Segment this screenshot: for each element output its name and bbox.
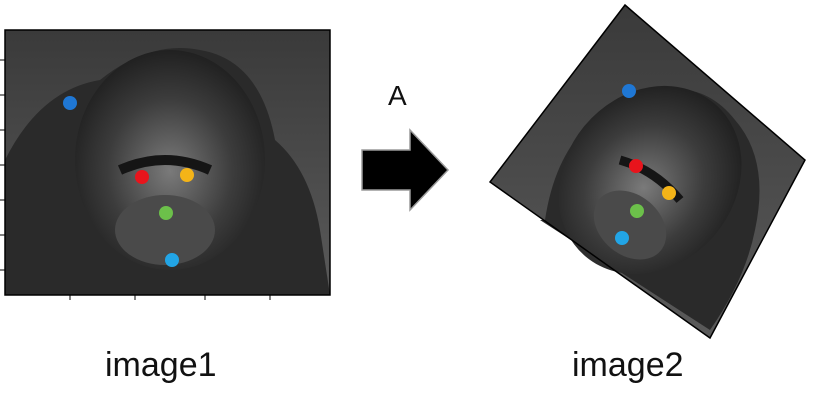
image1-panel: [0, 29, 331, 300]
image2-right-eye-point: [629, 159, 643, 173]
image2-panel: [488, 3, 806, 340]
transform-arrow: [361, 128, 450, 212]
image2-left-eye-point: [662, 186, 676, 200]
image1-ticks: [0, 59, 271, 300]
image2-caption: image2: [572, 346, 684, 384]
image1-caption: image1: [105, 346, 217, 384]
image1-frame: [4, 29, 331, 296]
image1-gorilla-muzzle: [115, 195, 215, 265]
image1-chin-point: [165, 253, 179, 267]
image2-gorilla-muzzle: [593, 190, 667, 260]
image1-left-ear-point: [63, 96, 77, 110]
image1-brow: [117, 155, 213, 175]
image2-frame: [488, 3, 806, 340]
image1-left-eye-point: [180, 168, 194, 182]
image2-chin-point: [615, 231, 629, 245]
image1-nose-point: [159, 206, 173, 220]
arrow-label: A: [388, 80, 407, 111]
image1-right-eye-point: [135, 170, 149, 184]
image2-nose-point: [630, 204, 644, 218]
image2-left-ear-point: [622, 84, 636, 98]
